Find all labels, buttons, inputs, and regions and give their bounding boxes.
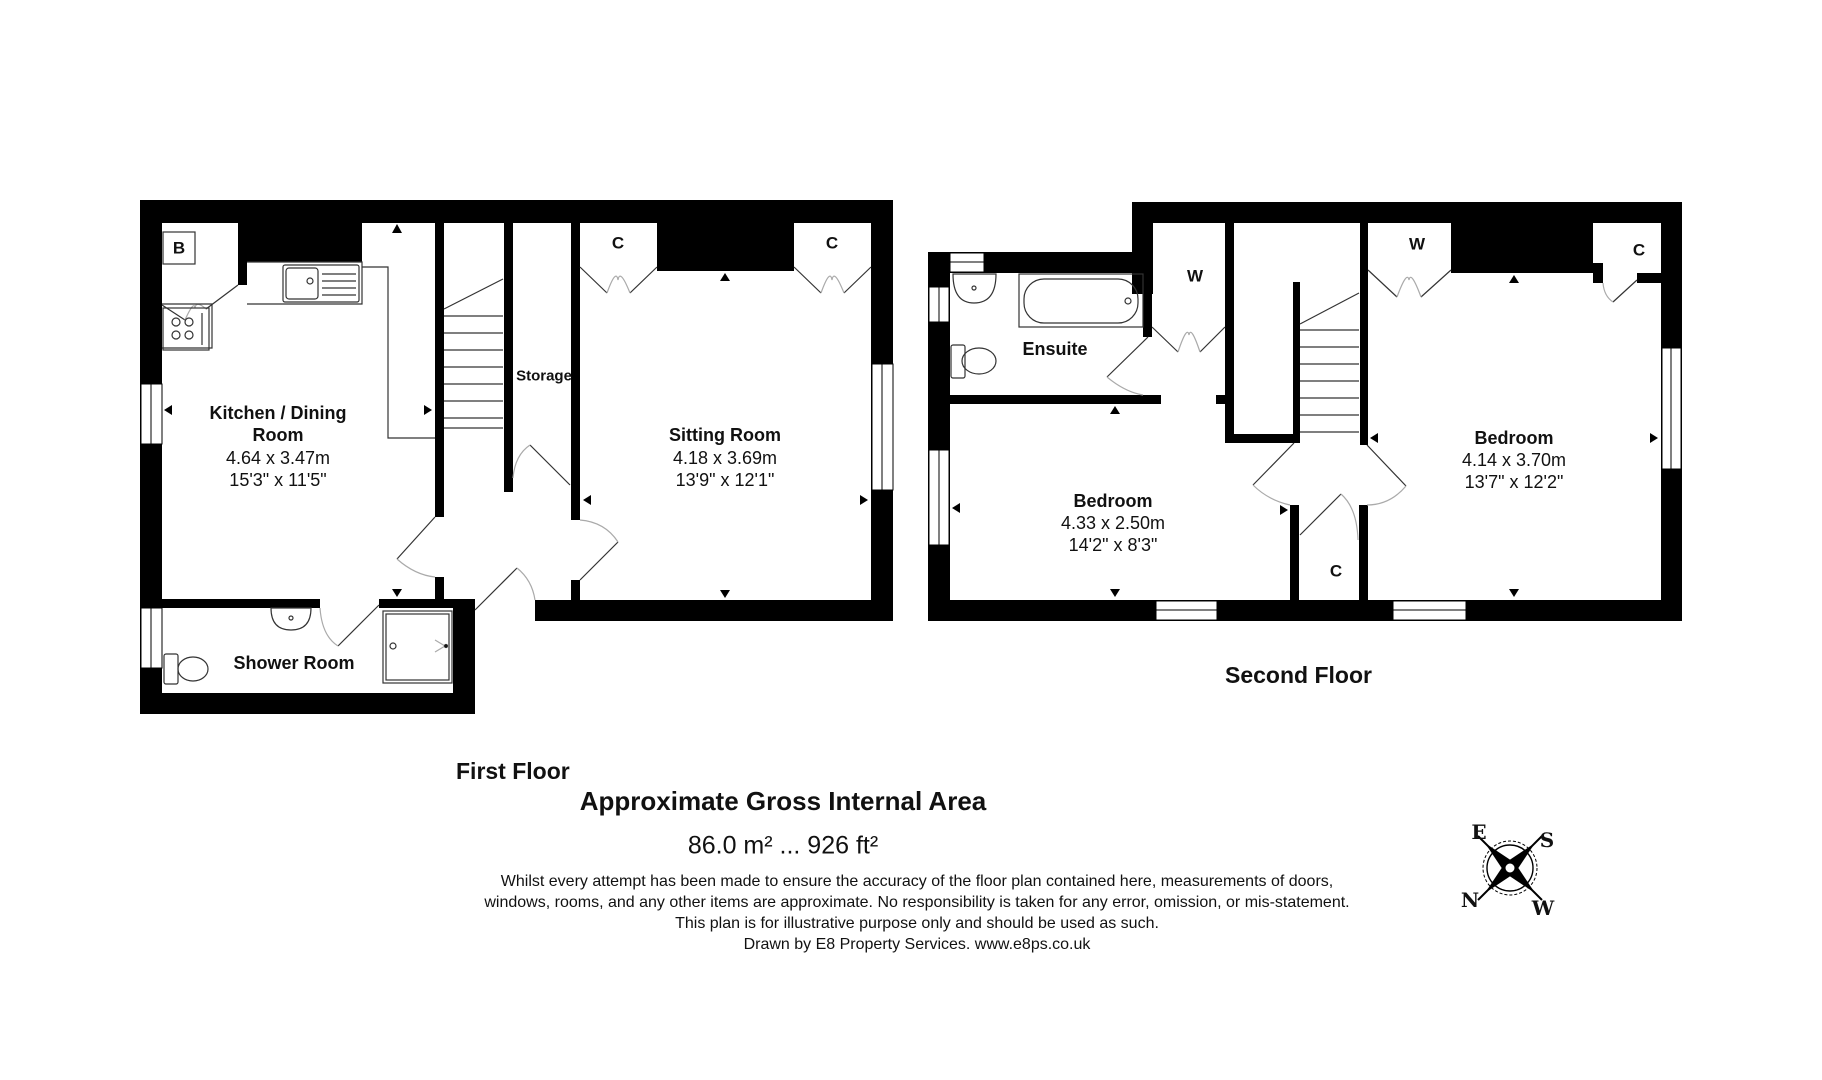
disclaimer-credit: Drawn by E8 Property Services. www.e8ps.… [743, 936, 1091, 953]
second-floor-measure-arrows [952, 275, 1658, 597]
room-ensuite: Ensuite [1022, 339, 1088, 359]
room-imperial-size: 14'2" x 8'3" [1068, 535, 1158, 555]
compass-south-label: S [1539, 828, 1555, 852]
gross-area-value: 86.0 m² ... 926 ft² [687, 831, 879, 860]
room-imperial-size: 13'7" x 12'2" [1464, 472, 1564, 492]
floor-title-second: Second Floor [1225, 662, 1372, 688]
floor-title-first: First Floor [456, 758, 570, 784]
compass-icon [1477, 835, 1543, 901]
room-imperial-size: 13'9" x 12'1" [675, 470, 775, 490]
cupboard-label: C [1632, 240, 1646, 260]
first-floor-walls [140, 200, 893, 714]
cupboard-label: C [1329, 561, 1343, 581]
room-imperial-size: 15'3" x 11'5" [229, 470, 327, 490]
disclaimer-line: This plan is for illustrative purpose on… [675, 915, 1159, 932]
gross-area-title: Approximate Gross Internal Area [579, 786, 987, 816]
cupboard-label: C [611, 233, 625, 253]
room-metric-size: 4.33 x 2.50m [1060, 513, 1166, 533]
room-name: Room [252, 425, 304, 445]
second-floor-walls [928, 202, 1682, 621]
second-floor-fixtures [950, 269, 1638, 541]
second-floor-windows [928, 252, 1682, 621]
first-floor-fixtures [161, 231, 872, 685]
boiler-label: B [172, 238, 186, 258]
disclaimer-line: Whilst every attempt has been made to en… [500, 873, 1334, 890]
compass-north-label: N [1460, 888, 1480, 912]
first-floor-measure-arrows [164, 224, 868, 598]
room-metric-size: 4.18 x 3.69m [672, 448, 778, 468]
room-shower: Shower Room [233, 653, 355, 673]
compass-west-label: W [1531, 896, 1555, 920]
cupboard-label: C [825, 233, 839, 253]
disclaimer-line: windows, rooms, and any other items are … [484, 894, 1350, 911]
room-name: Bedroom [1474, 428, 1554, 448]
compass-east-label: E [1471, 820, 1487, 844]
first-floor-windows [140, 363, 894, 669]
room-metric-size: 4.14 x 3.70m [1461, 450, 1567, 470]
wardrobe-label: W [1408, 234, 1426, 254]
room-name: Kitchen / Dining [209, 403, 347, 423]
room-metric-size: 4.64 x 3.47m [225, 448, 331, 468]
room-name: Sitting Room [669, 425, 781, 445]
room-name: Bedroom [1073, 491, 1153, 511]
room-storage: Storage [516, 367, 572, 385]
wardrobe-label: W [1186, 266, 1204, 286]
